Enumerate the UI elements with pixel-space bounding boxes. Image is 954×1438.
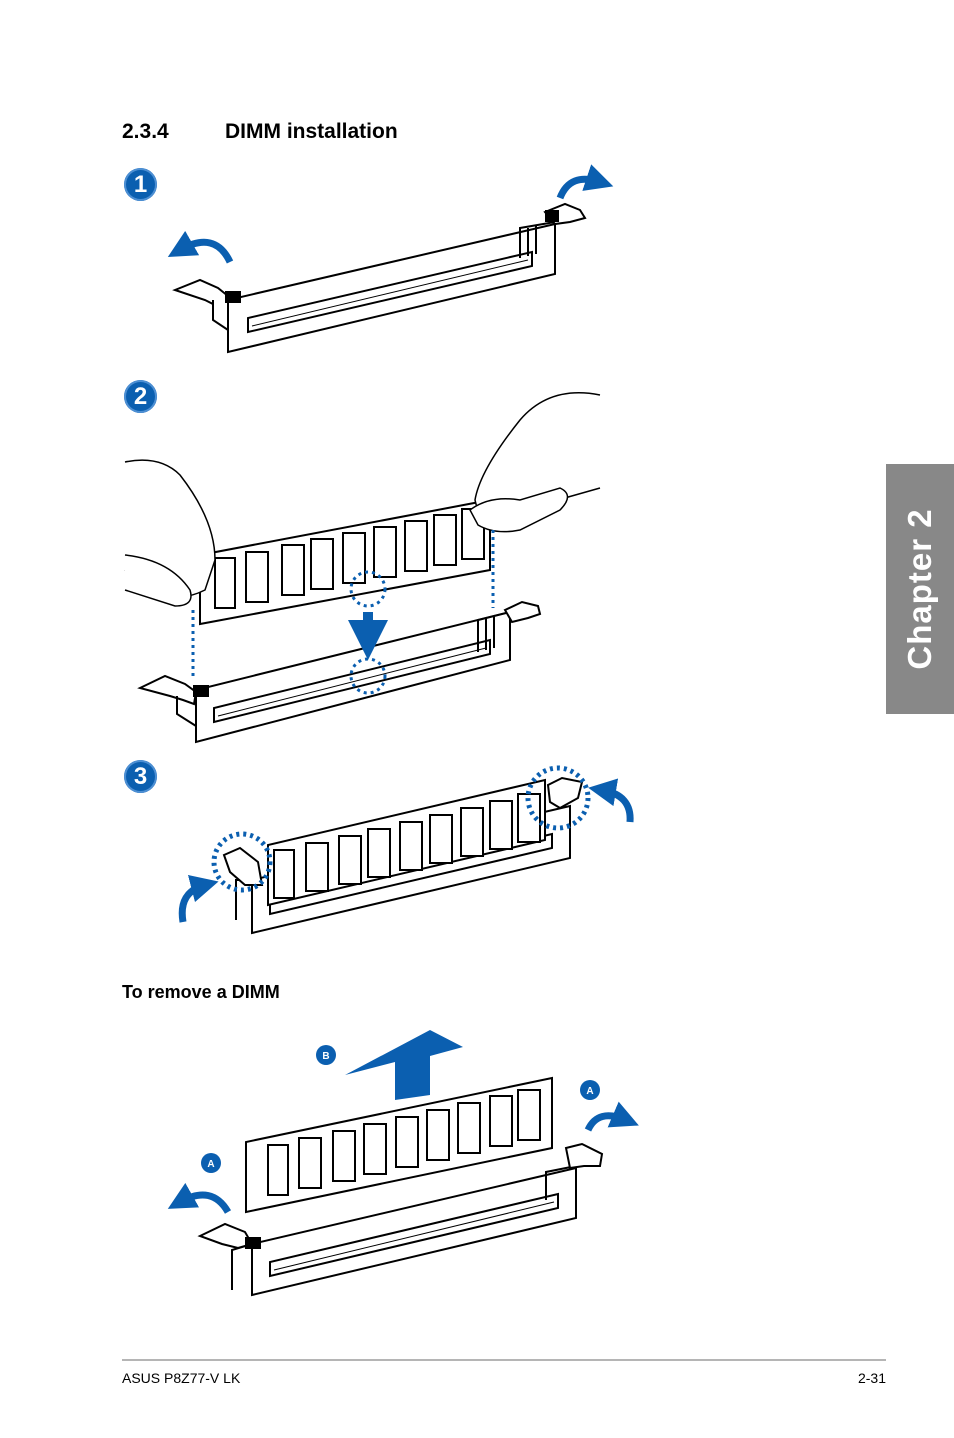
step-1-badge: 1	[124, 168, 157, 201]
step-3-badge: 3	[124, 760, 157, 793]
footer-divider	[122, 1359, 886, 1361]
step-2-badge: 2	[124, 380, 157, 413]
footer-page-number: 2-31	[857, 1370, 886, 1386]
dimm-module	[267, 778, 546, 907]
arrow-up-icon	[345, 1030, 463, 1100]
remove-illustration	[167, 1030, 639, 1297]
dimm-socket	[227, 221, 556, 354]
dimm-module	[199, 498, 491, 626]
step-1-illustration	[167, 164, 614, 354]
dimm-socket	[137, 600, 542, 744]
curved-arrow-left-icon	[167, 230, 234, 264]
curved-arrow-up-right-icon	[588, 778, 634, 823]
footer-product-name: ASUS P8Z77-V LK	[122, 1370, 241, 1386]
section-title: DIMM installation	[225, 120, 398, 143]
step-3-illustration	[178, 765, 634, 935]
step-2-illustration	[124, 392, 601, 744]
badge-a-right-label: A	[586, 1086, 593, 1097]
section-number: 2.3.4	[122, 120, 169, 143]
socket-latch-right	[546, 776, 584, 810]
socket-latch-left	[222, 846, 264, 886]
badge-a-left: A	[201, 1153, 221, 1173]
badge-a-left-label: A	[207, 1159, 214, 1170]
badge-b: B	[316, 1045, 336, 1065]
curved-arrow-right-icon	[584, 1101, 639, 1132]
hand-right	[469, 392, 601, 533]
badge-a-right: A	[580, 1080, 600, 1100]
dimm-socket	[197, 1142, 604, 1297]
curved-arrow-left-icon	[167, 1182, 232, 1214]
dimm-module	[245, 1076, 553, 1214]
socket-latch-left	[172, 278, 241, 332]
curved-arrow-right-icon	[556, 164, 614, 200]
latch-highlight-left	[211, 831, 273, 893]
curved-arrow-up-left-icon	[178, 874, 219, 923]
remove-dimm-heading: To remove a DIMM	[122, 982, 280, 1002]
badge-b-label: B	[322, 1051, 329, 1062]
chapter-tab[interactable]: Chapter 2	[886, 464, 954, 714]
latch-highlight-right	[525, 765, 591, 831]
hand-left	[124, 459, 216, 607]
socket-latch-right	[543, 202, 587, 226]
